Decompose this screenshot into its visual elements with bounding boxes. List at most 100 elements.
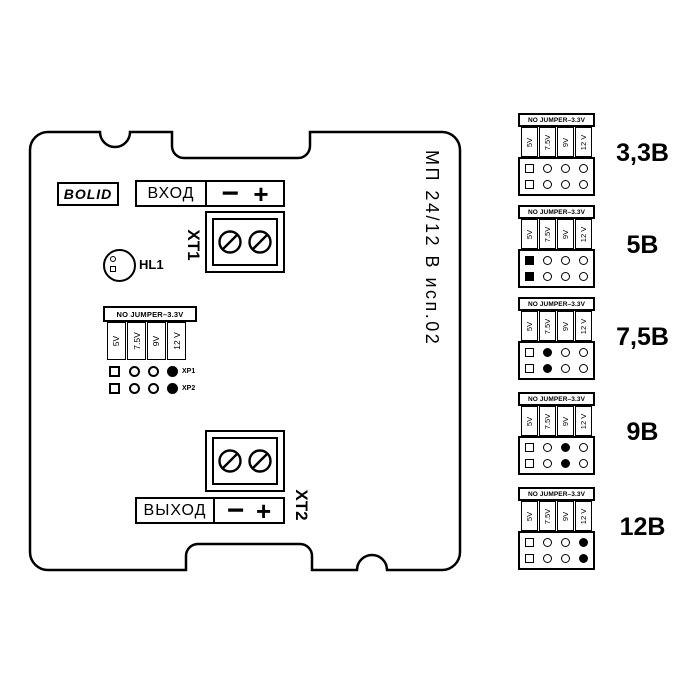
jumper-header-label: NO JUMPER–3.3V: [103, 306, 197, 322]
jumper-pad: [561, 272, 571, 281]
output-label: ВЫХОД: [143, 501, 207, 519]
jumper-pad: [524, 164, 534, 173]
jumper-pad: [542, 272, 552, 281]
jumper-column-label-text: 9V: [561, 137, 570, 147]
jumper-column-label: 7.5V: [539, 219, 556, 249]
jumper-column-label: 12 V: [575, 219, 592, 249]
jumper-pad: [561, 164, 571, 173]
jumper-pad: [524, 180, 534, 189]
jumper-column-label-text: 12 V: [579, 508, 588, 524]
jumper-column-label-text: 9V: [561, 416, 570, 426]
jumper-pad: [561, 443, 571, 452]
jumper-pad: [561, 256, 571, 265]
jumper-pad: [561, 348, 571, 357]
jumper-column-labels: 5V 7.5V 9V 12 V: [520, 219, 593, 249]
output-polarity-box: − +: [213, 493, 285, 527]
jumper-column-label: 12 V: [575, 127, 592, 157]
jumper-header-label: NO JUMPER–3.3V: [518, 487, 595, 501]
jumper-pad: [579, 538, 589, 547]
minus-symbol: −: [226, 493, 245, 527]
xp-label: XP2: [182, 385, 196, 392]
jumper-column-label: 7.5V: [127, 322, 146, 360]
jumper-pad: [108, 366, 120, 377]
hl1-led: [103, 249, 136, 282]
jumper-pad: [542, 180, 552, 189]
jumper-column-label: 12 V: [167, 322, 186, 360]
jumper-header-label: NO JUMPER–3.3V: [518, 205, 595, 219]
jumper-pad: [542, 443, 552, 452]
jumper-pad: [148, 366, 159, 377]
jumper-column-label: 12 V: [575, 406, 592, 436]
jumper-pad: [561, 554, 571, 563]
jumper-column-label: 5V: [521, 311, 538, 341]
jumper-pad: [108, 383, 120, 394]
input-label-box: ВХОД: [135, 180, 207, 207]
jumper-pad: [579, 272, 589, 281]
jumper-pad: [561, 180, 571, 189]
jumper-column-label: 5V: [521, 219, 538, 249]
jumper-column-label-text: 5V: [525, 137, 534, 147]
jumper-column-label: 7.5V: [539, 406, 556, 436]
jumper-pad-grid: [518, 157, 595, 196]
plus-symbol: +: [253, 178, 269, 209]
screw-terminal-icon: [218, 230, 242, 254]
jumper-pad: [148, 383, 159, 394]
jumper-column-label: 9V: [147, 322, 166, 360]
voltage-label: 5В: [626, 231, 659, 259]
jumper-pad: [167, 383, 178, 394]
jumper-pad: [524, 348, 534, 357]
jumper-header-label: NO JUMPER–3.3V: [518, 297, 595, 311]
jumper-pad: [129, 366, 140, 377]
plus-symbol: +: [256, 495, 272, 526]
hl1-label: HL1: [139, 257, 164, 272]
jumper-column-label-text: 5V: [525, 229, 534, 239]
jumper-column-label-text: 7.5V: [543, 508, 552, 524]
jumper-column-label-text: 7.5V: [543, 413, 552, 429]
screw-terminal-icon: [248, 230, 272, 254]
jumper-column-label-text: 12 V: [579, 318, 588, 334]
jumper-pad: [542, 256, 552, 265]
jumper-pad: [579, 554, 589, 563]
jumper-pad-grid: [518, 531, 595, 570]
jumper-pad: [524, 554, 534, 563]
jumper-column-label: 5V: [107, 322, 126, 360]
input-polarity-box: − +: [205, 176, 285, 210]
jumper-column-label: 7.5V: [539, 311, 556, 341]
jumper-pad: [524, 256, 534, 265]
jumper-column-label: 9V: [557, 219, 574, 249]
jumper-column-label-text: 12 V: [579, 134, 588, 150]
voltage-label: 7,5В: [616, 323, 669, 351]
minus-symbol: −: [221, 176, 239, 210]
jumper-pad: [129, 383, 140, 394]
jumper-pad: [524, 538, 534, 547]
led-cathode-mark-icon: [110, 256, 116, 262]
led-anode-mark-icon: [110, 266, 116, 272]
jumper-pad: [561, 459, 571, 468]
jumper-column-label-text: 5V: [525, 511, 534, 521]
jumper-column-label-text: 7.5V: [543, 134, 552, 150]
jumper-column-label-text: 12 V: [579, 413, 588, 429]
jumper-pad: [524, 443, 534, 452]
jumper-pad: [579, 364, 589, 373]
jumper-header-label: NO JUMPER–3.3V: [518, 392, 595, 406]
jumper-column-label-text: 12 V: [579, 226, 588, 242]
jumper-pad: [524, 459, 534, 468]
jumper-pad: [542, 538, 552, 547]
jumper-column-label-text: 9V: [561, 229, 570, 239]
jumper-pad: [579, 348, 589, 357]
output-label-box: ВЫХОД: [135, 497, 215, 524]
jumper-pad-grid: [518, 249, 595, 288]
jumper-column-label-text: 7.5V: [543, 226, 552, 242]
jumper-pad: [167, 366, 178, 377]
jumper-pad: [524, 272, 534, 281]
jumper-column-label: 7.5V: [539, 501, 556, 531]
